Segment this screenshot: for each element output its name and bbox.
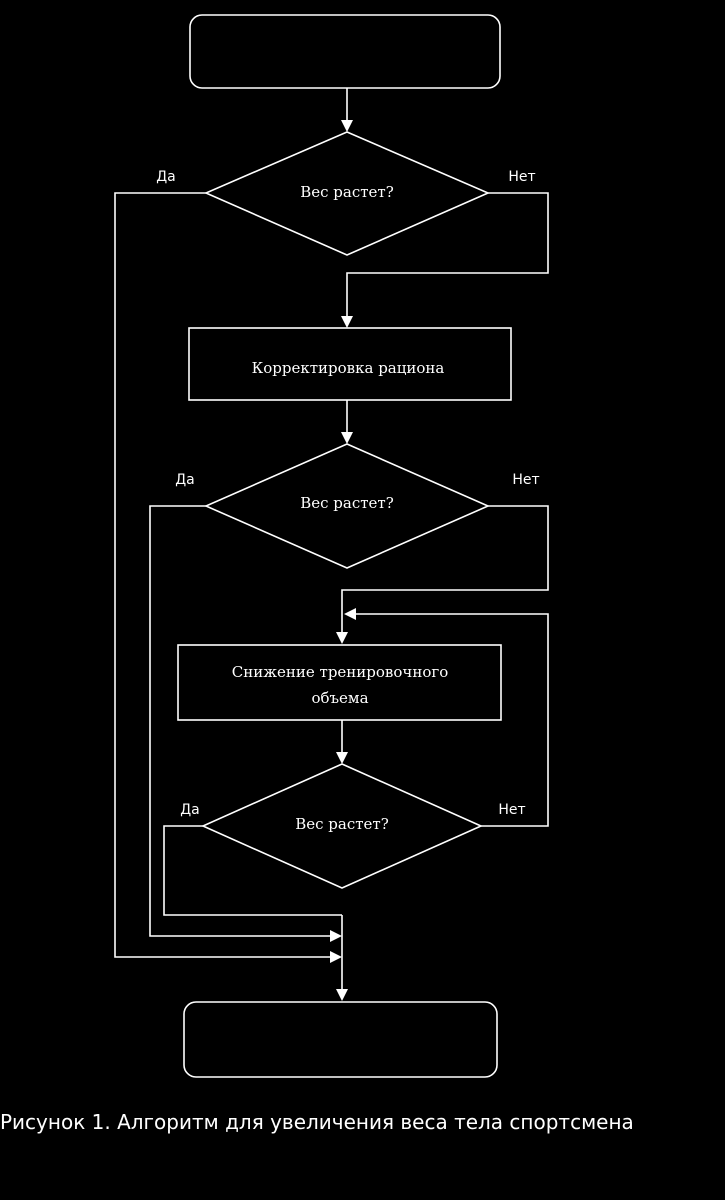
arrowhead (330, 951, 342, 963)
connector-d2-yes (149, 505, 332, 937)
connector-d1-yes (114, 192, 332, 958)
arrowhead (341, 432, 353, 444)
process-1-label: Корректировка рациона (252, 359, 445, 377)
arrowhead (341, 120, 353, 132)
decision-1-label: Вес растет? (300, 183, 394, 201)
decision-2-label: Вес растет? (300, 494, 394, 512)
decision-3-yes-label: Да (180, 802, 200, 818)
decision-3-label: Вес растет? (295, 815, 389, 833)
arrowhead (336, 989, 348, 1001)
process-2-box (177, 644, 502, 721)
process-1-box (188, 327, 512, 401)
connector-d2-no (341, 505, 549, 634)
arrowhead (336, 752, 348, 764)
decision-3-no-label: Нет (498, 802, 525, 818)
end-terminator (183, 1001, 498, 1078)
decision-3-diamond (201, 763, 483, 889)
arrowhead (344, 608, 356, 620)
decision-2-yes-label: Да (175, 472, 195, 488)
process-2-label-line1: Снижение тренировочного (232, 663, 449, 681)
decision-1-no-label: Нет (508, 169, 535, 185)
process-2-label-line2: объема (311, 689, 368, 707)
connector-d3-no-loop (356, 613, 549, 827)
decision-2-diamond (204, 443, 490, 569)
figure-caption: Рисунок 1. Алгоритм для увеличения веса … (0, 1110, 634, 1134)
decision-2-no-label: Нет (512, 472, 539, 488)
arrowhead (330, 930, 342, 942)
connector-d3-yes (163, 825, 342, 916)
decision-1-yes-label: Да (156, 169, 176, 185)
connector-d1-no (346, 192, 549, 318)
start-terminator (189, 14, 501, 89)
arrowhead (341, 316, 353, 328)
decision-1-diamond (203, 131, 491, 256)
arrowhead (336, 632, 348, 644)
